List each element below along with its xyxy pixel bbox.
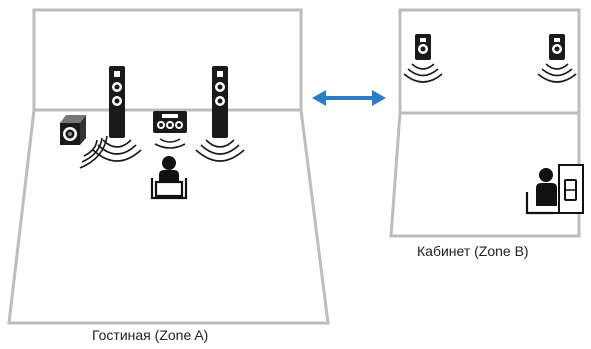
zone-a-caption: Гостиная (Zone A) (92, 327, 209, 343)
zone-b-room (389, 8, 581, 238)
person-at-desk-icon (525, 164, 584, 215)
center-speaker-icon (153, 111, 187, 149)
double-arrow-icon (312, 90, 386, 106)
subwoofer-icon (60, 115, 108, 169)
zone-b-caption: Кабинет (Zone B) (417, 243, 529, 259)
listener-icon (150, 156, 188, 200)
